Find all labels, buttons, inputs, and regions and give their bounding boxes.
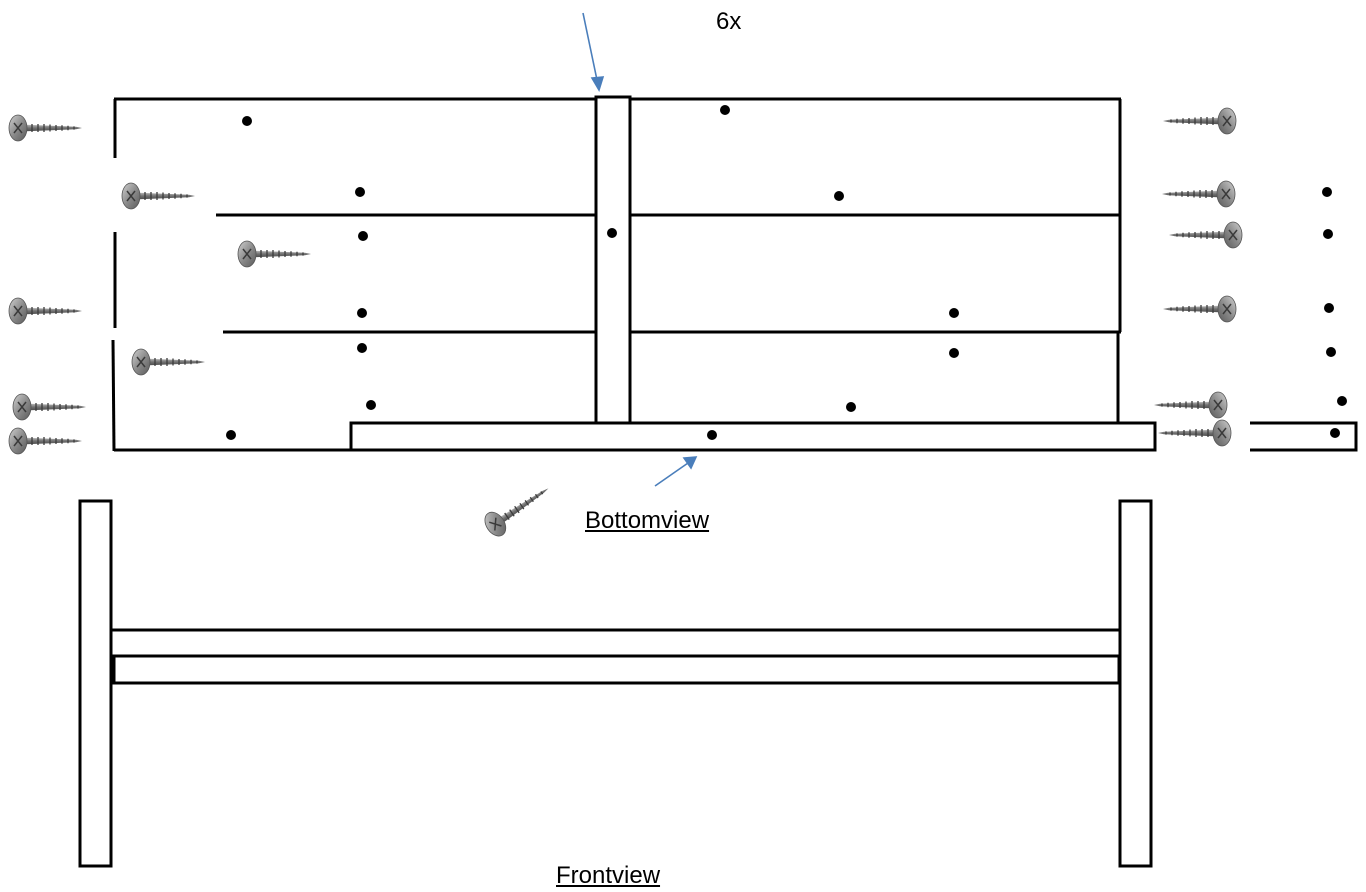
left-edge-lower — [111, 339, 116, 452]
screw-icon — [237, 240, 312, 268]
screw-hole-dot — [949, 308, 959, 318]
screw-hole-dot — [1330, 428, 1340, 438]
screw-hole-dot — [1337, 396, 1347, 406]
screw-hole-dot — [1323, 229, 1333, 239]
bottom-view-assembly — [111, 95, 1358, 452]
center-support — [594, 95, 632, 425]
screw-icon — [1157, 419, 1232, 447]
screw-icon — [8, 114, 83, 142]
screw-icon — [121, 182, 196, 210]
screw-hole-dot — [1326, 347, 1336, 357]
screw-hole-dot — [358, 231, 368, 241]
screw-hole-dot — [242, 116, 252, 126]
screw-icon — [1161, 180, 1236, 208]
screw-hole-dot — [949, 348, 959, 358]
screw-hole-dot — [357, 343, 367, 353]
screw-holes — [226, 105, 1347, 440]
screw-icon — [131, 348, 206, 376]
screw-hole-dot — [366, 400, 376, 410]
screw-hole-dot — [226, 430, 236, 440]
pointer-arrow-head — [590, 76, 605, 92]
pointer-arrows — [582, 12, 698, 487]
screw-icon — [8, 297, 83, 325]
screw-hole-dot — [707, 430, 717, 440]
bottom-rail — [349, 421, 1157, 452]
pointer-arrow — [582, 12, 598, 81]
screw-icon — [1162, 107, 1237, 135]
bottom-view-label: Bottomview — [585, 507, 710, 534]
pointer-arrow — [654, 462, 689, 487]
front-left-leg — [78, 499, 113, 868]
count-label: 6x — [716, 8, 742, 35]
screw-hole-dot — [720, 105, 730, 115]
pointer-arrow-head — [682, 456, 698, 470]
screw-hole-dot — [357, 308, 367, 318]
screw-hole-dot — [607, 228, 617, 238]
screw-icon — [1162, 295, 1237, 323]
screw-hole-dot — [846, 402, 856, 412]
front-view-assembly — [78, 499, 1153, 868]
front-rail-lower — [112, 654, 1121, 685]
screw-hole-dot — [1324, 303, 1334, 313]
screw-icon — [479, 476, 557, 541]
screw-hole-dot — [1322, 187, 1332, 197]
screw-icon — [1168, 221, 1243, 249]
screw-icon — [8, 427, 83, 455]
screw-hole-dot — [834, 191, 844, 201]
bottom-rail-extension — [1250, 421, 1358, 452]
front-right-leg — [1118, 499, 1153, 868]
screw-icon — [1153, 391, 1228, 419]
screw-hole-dot — [355, 187, 365, 197]
front-rail-upper — [109, 628, 1122, 658]
front-view-label: Frontview — [556, 862, 661, 889]
screw-icon — [12, 393, 87, 421]
